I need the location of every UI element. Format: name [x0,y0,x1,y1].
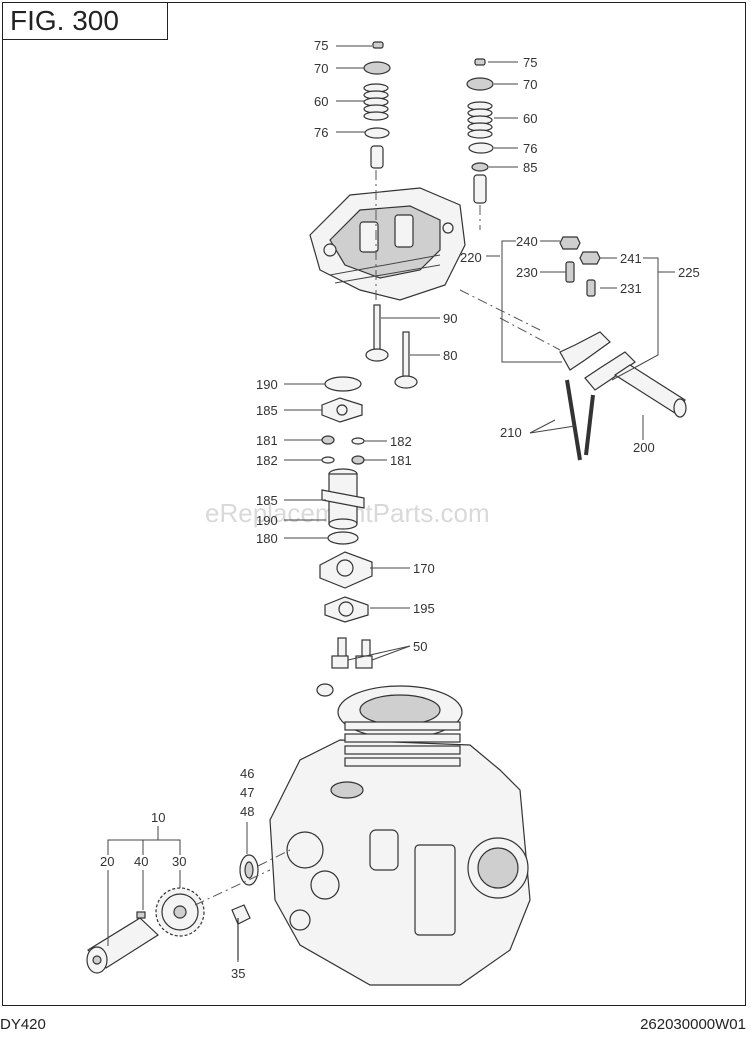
callout-231: 231 [620,281,642,296]
part-76-washer-right[interactable] [468,142,494,154]
part-75-cotter-left[interactable] [372,41,384,49]
callout-46: 46 [240,766,254,781]
part-200-rocker-shaft[interactable] [613,364,686,416]
document-number: 262030000W01 [640,1016,746,1033]
callout-75-left: 75 [314,38,328,53]
callout-225: 225 [678,265,700,280]
callout-76-right: 76 [523,141,537,156]
valve-spring-stack-right [466,58,494,204]
callout-60-left: 60 [314,94,328,109]
callout-90: 90 [443,311,457,326]
part-181-nut-right[interactable] [351,455,365,465]
part-182-washer-left[interactable] [321,456,335,464]
callout-80: 80 [443,348,457,363]
part-40-key[interactable] [136,911,146,919]
callout-20: 20 [100,854,114,869]
part-241-nut[interactable] [579,251,601,265]
part-35-governor-lever[interactable] [231,904,251,960]
callout-185-lower: 185 [256,493,278,508]
callout-70-right: 70 [523,77,537,92]
part-85-seal[interactable] [471,162,489,172]
part-190-gasket-top[interactable] [324,376,362,392]
rocker-arm-intake[interactable] [559,331,611,371]
valve-guide-right[interactable] [473,174,487,204]
figure-title: FIG. 300 [2,2,168,40]
crankcase[interactable] [269,683,531,986]
callout-200: 200 [633,440,655,455]
callout-60-right: 60 [523,111,537,126]
part-70-retainer-left[interactable] [363,61,391,75]
part-70-retainer-right[interactable] [466,77,494,91]
callout-181-left: 181 [256,433,278,448]
part-181-nut-left[interactable] [321,435,335,445]
callout-75-right: 75 [523,55,537,70]
part-170-tappet-guide[interactable] [319,551,373,589]
part-76-washer-left[interactable] [364,127,390,139]
part-60-spring-left[interactable] [363,83,389,121]
callout-85: 85 [523,160,537,175]
part-80-valve[interactable] [394,331,418,389]
rocker-arm-exhaust[interactable] [584,351,636,391]
callout-185-top: 185 [256,403,278,418]
valve-guide-left[interactable] [370,145,384,169]
callout-210: 210 [500,425,522,440]
part-190-gasket-lower[interactable] [328,518,358,530]
part-75-cotter-right[interactable] [474,58,486,66]
valve-spring-stack-left [363,41,391,169]
callout-190-lower: 190 [256,513,278,528]
part-182-washer-right[interactable] [351,437,365,445]
part-20-camshaft[interactable] [86,917,159,974]
callout-40: 40 [134,854,148,869]
model-number: DY420 [0,1016,46,1033]
callout-76-left: 76 [314,125,328,140]
callout-50: 50 [413,639,427,654]
callout-241: 241 [620,251,642,266]
part-240-nut[interactable] [559,236,581,250]
callout-170: 170 [413,561,435,576]
callout-182-left: 182 [256,453,278,468]
camshaft-assembly [86,854,259,974]
callout-70-left: 70 [314,61,328,76]
callout-10: 10 [151,810,165,825]
callout-240: 240 [516,234,538,249]
callout-220: 220 [460,250,482,265]
callout-181-right: 181 [390,453,412,468]
callout-30: 30 [172,854,186,869]
cylinder-head[interactable] [309,187,466,301]
part-46-47-48-shims[interactable] [239,854,259,886]
push-rod-tube[interactable] [321,468,365,545]
callout-35: 35 [231,966,245,981]
part-90-valve[interactable] [365,304,389,362]
callout-48: 48 [240,804,254,819]
callout-47: 47 [240,785,254,800]
callout-190-top: 190 [256,377,278,392]
part-50-tappet[interactable] [331,637,373,669]
part-231-adjust-screw[interactable] [586,279,596,297]
part-60-spring-right[interactable] [467,101,493,139]
drawing-frame [2,2,746,1006]
rocker-arm-assembly [559,236,687,461]
part-185-plate-lower[interactable] [321,489,365,509]
callout-182-right: 182 [390,434,412,449]
callout-230: 230 [516,265,538,280]
part-30-cam-gear[interactable] [155,887,205,937]
part-180-seal[interactable] [327,531,359,545]
part-230-adjust-screw[interactable] [565,261,575,283]
callout-180: 180 [256,531,278,546]
callout-195: 195 [413,601,435,616]
